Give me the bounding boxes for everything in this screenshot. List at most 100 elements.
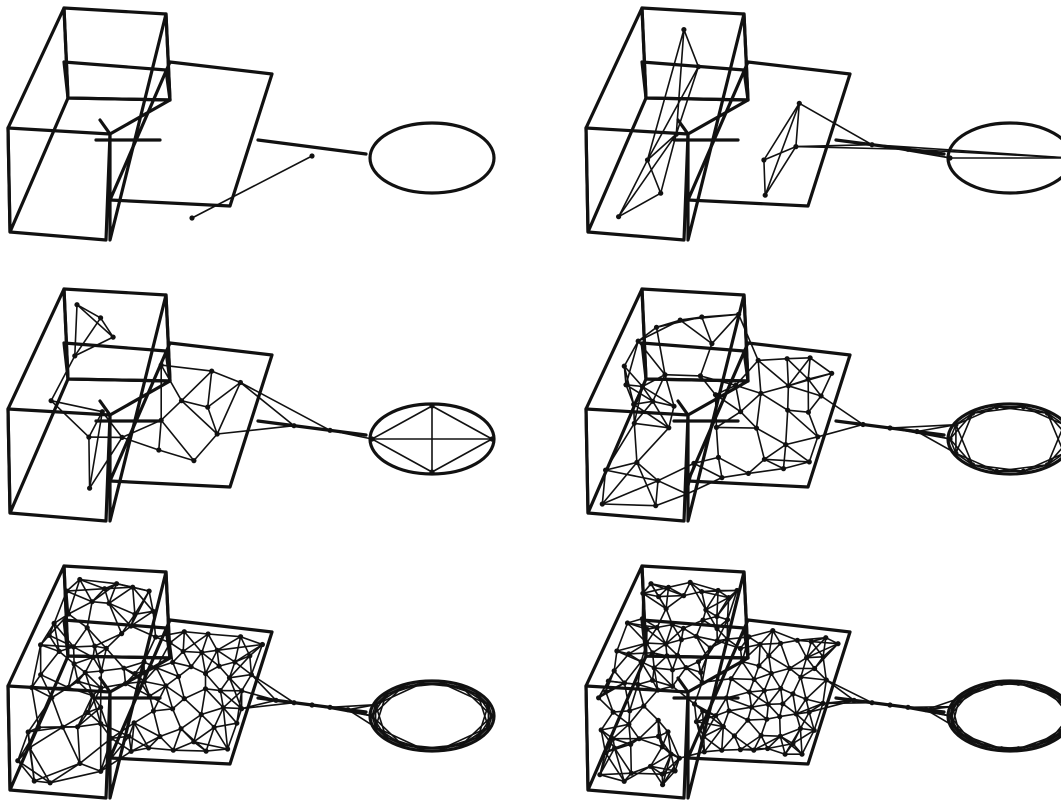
mesh-edge xyxy=(759,644,760,666)
mesh-edge xyxy=(619,134,677,217)
frame-edge xyxy=(64,289,170,381)
mesh-node xyxy=(98,705,103,710)
mesh-node xyxy=(234,721,239,726)
mesh-node xyxy=(815,434,820,439)
mesh-node xyxy=(369,436,374,441)
mesh-node xyxy=(153,634,158,639)
frame-edge xyxy=(586,8,646,232)
mesh-edge xyxy=(184,689,205,699)
mesh-node xyxy=(733,383,738,388)
mesh-node xyxy=(835,641,840,646)
mesh-node xyxy=(783,752,788,757)
mesh-edge xyxy=(432,439,492,472)
mesh-node xyxy=(204,749,209,754)
mesh-node xyxy=(698,670,703,675)
mesh-node xyxy=(227,675,232,680)
mesh-edge xyxy=(786,445,810,462)
model-wireframe xyxy=(8,289,494,521)
mesh-node xyxy=(373,702,378,707)
mesh-edge xyxy=(764,459,809,462)
mesh-node xyxy=(100,409,105,414)
mesh-node xyxy=(238,380,243,385)
mesh-node xyxy=(820,701,825,706)
mesh-node xyxy=(639,659,644,664)
mesh-node xyxy=(627,708,632,713)
mesh-node xyxy=(829,371,834,376)
mesh-node xyxy=(606,679,611,684)
mesh-node xyxy=(157,734,162,739)
mesh-node xyxy=(950,704,955,709)
mesh-node xyxy=(199,712,204,717)
mesh-edge xyxy=(736,385,741,411)
mesh-node xyxy=(369,713,374,718)
mesh-edge xyxy=(642,593,643,618)
mesh-node xyxy=(766,653,771,658)
mesh-node xyxy=(260,642,265,647)
mesh-edge xyxy=(647,643,666,644)
mesh-node xyxy=(600,501,605,506)
mesh-node xyxy=(905,147,910,152)
mesh-node xyxy=(758,391,763,396)
mesh-edge xyxy=(173,709,181,729)
mesh-node xyxy=(179,398,184,403)
mesh-node xyxy=(596,695,601,700)
mesh-node xyxy=(182,696,187,701)
mesh-edge xyxy=(208,371,212,407)
mesh-edge xyxy=(39,727,78,728)
mesh-edge xyxy=(741,412,757,428)
mesh-node xyxy=(383,692,388,697)
mesh-edge xyxy=(684,30,699,67)
connecting-rod xyxy=(258,140,366,154)
mesh-edge xyxy=(786,437,818,445)
mesh-node xyxy=(156,447,161,452)
mesh-node xyxy=(206,631,211,636)
mesh-node xyxy=(57,649,62,654)
mesh-node xyxy=(797,101,802,106)
mesh-edge xyxy=(764,445,785,460)
mesh-node xyxy=(327,705,332,710)
mesh-edge xyxy=(797,640,806,657)
mesh-edge xyxy=(659,596,684,597)
mesh-node xyxy=(658,191,663,196)
mesh-edge xyxy=(761,736,780,737)
mesh-node xyxy=(726,595,731,600)
mesh-edge xyxy=(657,609,666,628)
mesh-edge xyxy=(658,481,687,494)
mesh-edge xyxy=(191,653,202,667)
mesh-node xyxy=(616,214,621,219)
mesh-node xyxy=(52,621,57,626)
mesh-node xyxy=(610,736,615,741)
mesh-edge xyxy=(184,632,208,634)
mesh-node xyxy=(75,679,80,684)
mesh-edge xyxy=(217,650,235,662)
mesh-node xyxy=(738,747,743,752)
mesh-node xyxy=(783,442,788,447)
mesh-node xyxy=(699,589,704,594)
mesh-node xyxy=(807,710,812,715)
mesh-node xyxy=(668,752,673,757)
mesh-node xyxy=(440,746,445,751)
mesh-node xyxy=(475,692,480,697)
mesh-node xyxy=(795,638,800,643)
mesh-edge xyxy=(761,386,789,394)
mesh-edge xyxy=(154,711,160,737)
mesh-edge xyxy=(160,737,173,751)
mesh-edge xyxy=(758,359,787,361)
mesh-edge xyxy=(716,427,756,428)
mesh-node xyxy=(15,758,20,763)
mesh-edge xyxy=(787,358,810,359)
mesh-node xyxy=(664,653,669,658)
mesh-node xyxy=(808,355,813,360)
mesh-edge xyxy=(432,406,492,439)
mesh-node xyxy=(947,713,952,718)
mesh-node xyxy=(799,752,804,757)
mesh-node xyxy=(765,746,770,751)
mesh-node xyxy=(132,671,137,676)
mesh-edge xyxy=(736,385,761,393)
mesh-node xyxy=(637,736,642,741)
mesh-node xyxy=(199,650,204,655)
mesh-edge xyxy=(639,739,662,747)
mesh-node xyxy=(459,742,464,747)
mesh-node xyxy=(708,645,713,650)
mesh-node xyxy=(217,664,222,669)
